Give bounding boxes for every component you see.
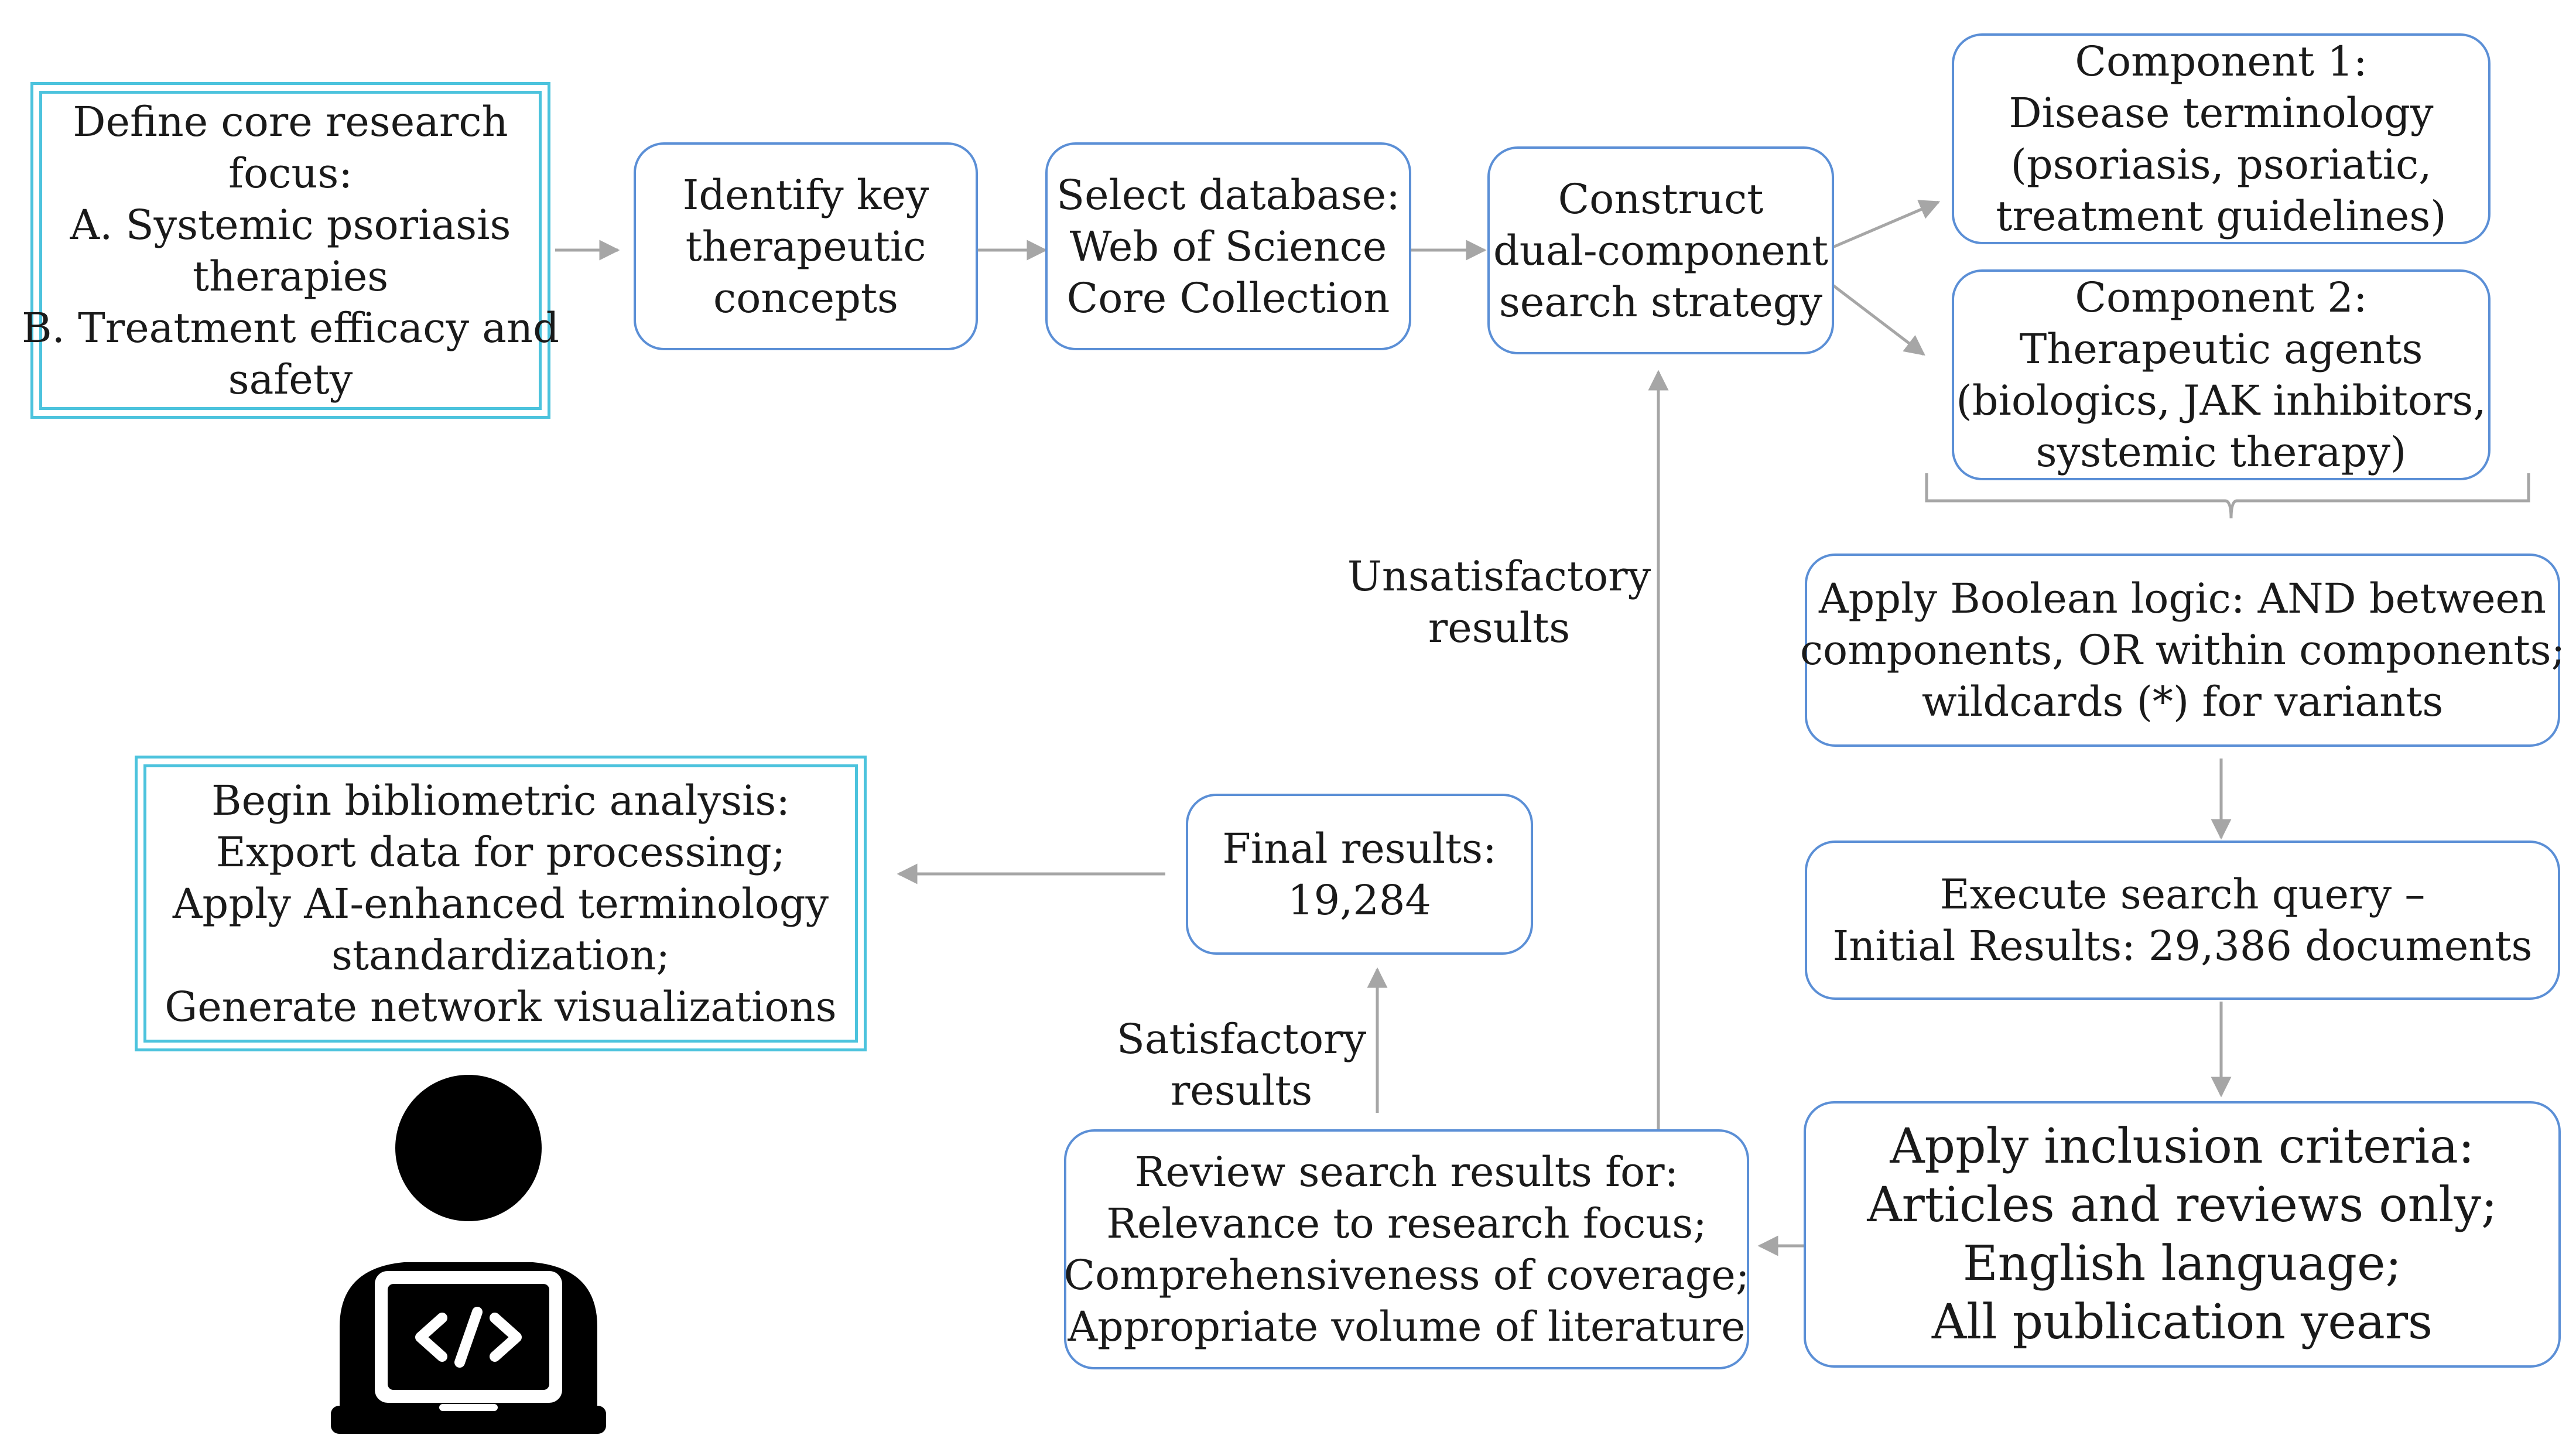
identify-line-1: Identify key [682,170,929,219]
node-boolean-logic: Apply Boolean logic: AND between compone… [1800,554,2565,747]
execute-line-1: Execute search query – [1939,870,2426,918]
review-line-3: Comprehensiveness of coverage; [1063,1251,1750,1299]
define-focus-line-1: Define core research [73,97,508,146]
node-component-2: Component 2: Therapeutic agents (biologi… [1952,269,2491,480]
inclusion-line-2: Articles and reviews only; [1867,1177,2498,1233]
select-db-line-1: Select database: [1056,170,1400,219]
node-select-database: Select database: Web of Science Core Col… [1045,142,1411,350]
review-line-4: Appropriate volume of literature [1068,1303,1746,1351]
select-db-line-3: Core Collection [1066,274,1390,322]
arrow-construct-to-component2 [1832,284,1925,356]
inclusion-line-3: English language; [1962,1235,2402,1292]
component1-line-1: Component 1: [2075,37,2368,86]
label-satisfactory-results: Satisfactory results [1101,1013,1382,1116]
final-line-2: 19,284 [1288,876,1431,924]
final-line-1: Final results: [1222,824,1497,873]
component1-line-4: treatment guidelines) [1996,192,2447,240]
review-line-1: Review search results for: [1134,1148,1679,1196]
component2-line-1: Component 2: [2075,274,2368,322]
define-focus-line-3: A. Systemic psoriasis [70,200,511,249]
component1-line-3: (psoriasis, psoriatic, [2010,141,2432,189]
construct-line-1: Construct [1558,175,1764,223]
unsatisfactory-line-2: results [1428,604,1571,652]
define-focus-line-2: focus: [228,149,353,197]
construct-line-2: dual-component [1493,226,1829,275]
analysis-line-4: standardization; [331,931,670,979]
component1-line-2: Disease terminology [2009,89,2434,137]
construct-line-3: search strategy [1499,278,1823,326]
node-construct-strategy: Construct dual-component search strategy [1487,146,1834,354]
inclusion-line-1: Apply inclusion criteria: [1890,1118,2475,1174]
node-begin-analysis: Begin bibliometric analysis: Export data… [135,756,867,1051]
execute-line-2: Initial Results: 29,386 documents [1832,922,2533,970]
node-define-focus: Define core research focus: A. Systemic … [22,82,559,419]
boolean-line-3: wildcards (*) for variants [1921,678,2444,726]
analysis-line-5: Generate network visualizations [165,982,837,1031]
define-focus-line-6: safety [228,355,353,404]
define-focus-line-5: B. Treatment efficacy and [22,303,559,352]
define-focus-line-4: therapies [192,252,389,300]
review-line-2: Relevance to research focus; [1106,1200,1707,1248]
select-db-line-2: Web of Science [1069,222,1387,271]
boolean-line-2: components, OR within components; [1800,626,2565,674]
arrow-construct-to-component1 [1832,200,1941,249]
identify-line-2: therapeutic [685,222,926,271]
component2-line-3: (biologics, JAK inhibitors, [1956,377,2486,425]
analysis-line-3: Apply AI-enhanced terminology [172,879,829,928]
identify-line-3: concepts [713,274,898,322]
boolean-line-1: Apply Boolean logic: AND between [1818,575,2547,623]
analysis-line-1: Begin bibliometric analysis: [211,776,790,825]
node-final-results: Final results: 19,284 [1186,794,1533,955]
node-component-1: Component 1: Disease terminology (psoria… [1952,33,2491,244]
node-execute-query: Execute search query – Initial Results: … [1805,841,2560,1000]
satisfactory-line-2: results [1170,1067,1313,1115]
component2-line-4: systemic therapy) [2036,428,2407,476]
label-unsatisfactory-results: Unsatisfactory results [1347,551,1651,654]
inclusion-line-4: All publication years [1931,1294,2433,1350]
brace-components [1925,473,2530,519]
node-review-results: Review search results for: Relevance to … [1064,1129,1749,1369]
developer-laptop-icon [331,1075,606,1434]
node-inclusion-criteria: Apply inclusion criteria: Articles and r… [1804,1101,2561,1368]
node-identify-concepts: Identify key therapeutic concepts [634,142,978,350]
component2-line-2: Therapeutic agents [2019,325,2423,373]
satisfactory-line-1: Satisfactory [1116,1015,1367,1063]
analysis-line-2: Export data for processing; [215,828,786,876]
unsatisfactory-line-1: Unsatisfactory [1347,552,1651,600]
